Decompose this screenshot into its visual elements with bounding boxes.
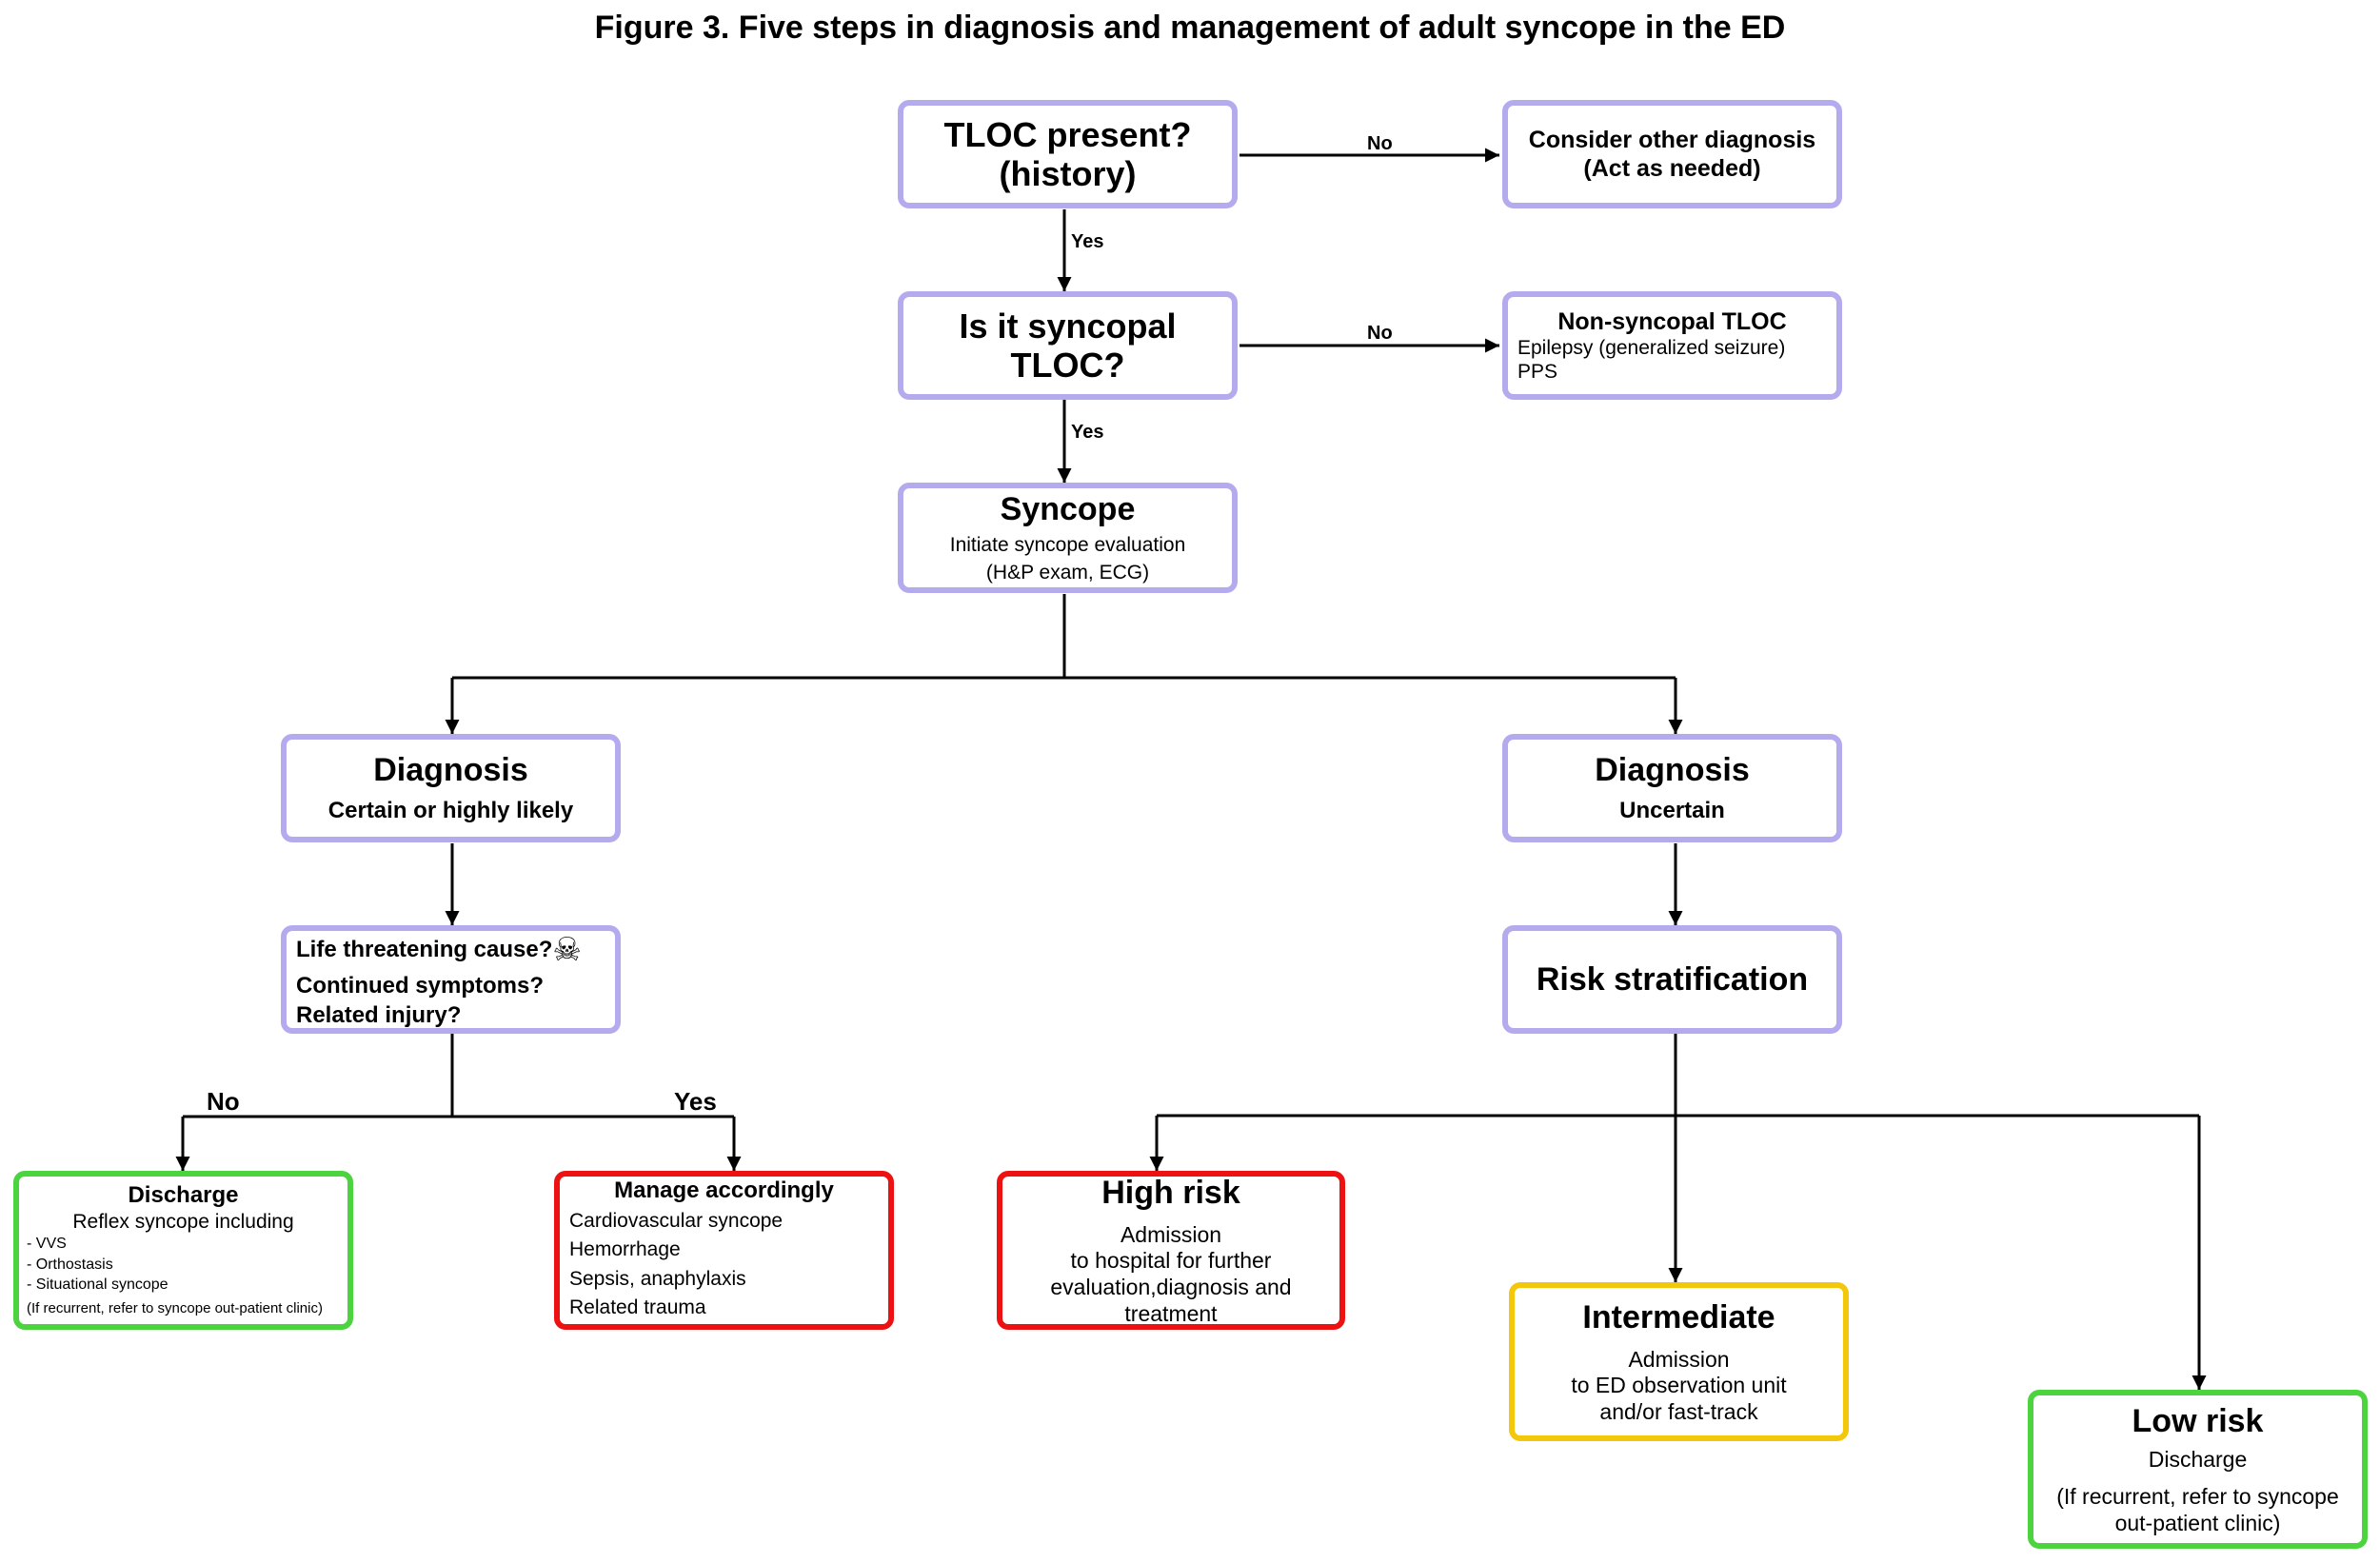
node-item: Cardiovascular syncope [569,1210,783,1233]
tloc-present-node: TLOC present? (history) [898,100,1238,208]
edge-label-no: No [207,1087,240,1116]
node-line: Continued symptoms? [296,972,545,999]
node-line: Admission [1120,1221,1222,1247]
other-diagnosis-node: Consider other diagnosis (Act as needed) [1502,100,1842,208]
syncopal-tloc-node: Is it syncopal TLOC? [898,291,1238,400]
node-item: Epilepsy (generalized seizure) [1517,336,1786,359]
node-title-line: TLOC? [1010,346,1125,385]
node-line: Discharge [2148,1446,2248,1472]
node-item: Hemorrhage [569,1238,681,1261]
node-line: and/or fast-track [1599,1398,1758,1424]
node-line: Related injury? [296,1002,462,1029]
life-threatening-node: Life threatening cause?☠ Continued sympt… [281,925,621,1034]
node-title: Diagnosis [373,752,528,789]
node-note: (If recurrent, refer to syncope out-pati… [27,1299,323,1316]
high-risk-node: High risk Admission to hospital for furt… [997,1171,1345,1330]
edge-label-no: No [1367,133,1393,154]
node-title: Discharge [128,1181,239,1208]
edge-label-no: No [1367,323,1393,344]
node-line: (If recurrent, refer to syncope [2056,1484,2339,1510]
node-item: - Situational syncope [27,1276,169,1294]
node-line: out-patient clinic) [2114,1510,2281,1535]
node-title-line: Consider other diagnosis [1528,127,1816,153]
node-item: - VVS [27,1235,67,1252]
node-line: Life threatening cause? [296,936,553,962]
intermediate-node: Intermediate Admission to ED observation… [1509,1282,1849,1441]
node-item: Related trauma [569,1296,706,1319]
node-title: Non-syncopal TLOC [1557,307,1787,335]
edge-label-yes: Yes [1071,422,1104,443]
node-item: PPS [1517,361,1558,383]
syncope-node: Syncope Initiate syncope evaluation (H&P… [898,483,1238,593]
edge-label-yes: Yes [1071,231,1104,252]
node-line: Initiate syncope evaluation [949,534,1186,557]
node-title-line: TLOC present? [943,114,1192,154]
discharge-node: Discharge Reflex syncope including - VVS… [13,1171,353,1330]
node-item: Sepsis, anaphylaxis [569,1267,746,1290]
diagnosis-uncertain-node: Diagnosis Uncertain [1502,734,1842,842]
node-title: Diagnosis [1595,752,1750,789]
node-line: (H&P exam, ECG) [985,562,1150,584]
risk-stratification-node: Risk stratification [1502,925,1842,1034]
edge-label-yes: Yes [674,1087,717,1116]
node-line: to hospital for further [1070,1248,1272,1274]
node-subtitle: Uncertain [1619,798,1725,823]
node-title: Risk stratification [1536,960,1809,998]
node-line: evaluation,diagnosis and treatment [1050,1274,1292,1326]
node-title: Syncope [1000,491,1136,528]
node-title-line: Is it syncopal [959,306,1177,346]
node-item: - Orthostasis [27,1256,113,1273]
node-line: Admission [1628,1346,1730,1372]
node-subtitle: Certain or highly likely [327,798,574,823]
node-title-line: (history) [999,154,1137,193]
node-line: to ED observation unit [1571,1373,1787,1398]
node-title: Low risk [2132,1402,2264,1439]
low-risk-node: Low risk Discharge (If recurrent, refer … [2028,1390,2368,1549]
node-title-line: (Act as needed) [1583,155,1761,182]
node-title: Intermediate [1582,1298,1775,1335]
figure-title: Figure 3. Five steps in diagnosis and ma… [594,10,1786,46]
non-syncopal-node: Non-syncopal TLOC Epilepsy (generalized … [1502,291,1842,400]
node-title: Manage accordingly [614,1177,834,1204]
node-subtitle: Reflex syncope including [72,1210,294,1233]
manage-accordingly-node: Manage accordingly Cardiovascular syncop… [554,1171,894,1330]
diagnosis-certain-node: Diagnosis Certain or highly likely [281,734,621,842]
skull-crossbones-icon: ☠ [552,931,582,968]
node-title: High risk [1101,1174,1240,1211]
